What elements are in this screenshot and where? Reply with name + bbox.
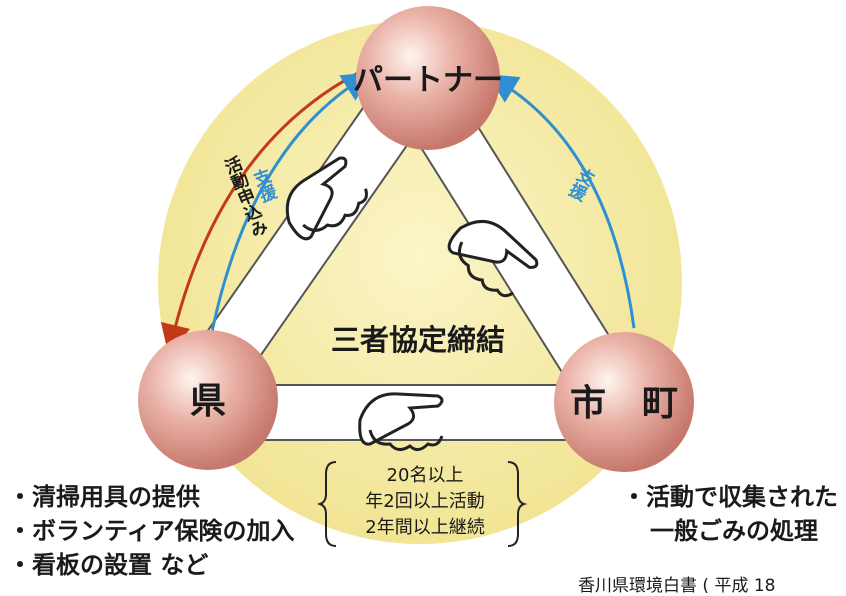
- prefecture-label: 県: [190, 381, 226, 422]
- right-brace: [507, 461, 528, 547]
- list-item: ・活動で収集された: [622, 483, 838, 511]
- municipality-duties-list: ・活動で収集された 一般ごみの処理: [622, 480, 838, 548]
- list-item: 年2回以上活動: [365, 491, 485, 512]
- support-left-arrow: [210, 71, 373, 333]
- agreement-conditions: 20名以上 年2回以上活動 2年間以上継続: [335, 463, 515, 541]
- partner-sphere: [356, 6, 500, 150]
- city-town-sphere: [554, 332, 694, 472]
- handshake-icon: [358, 392, 444, 451]
- prefecture-duties-list: ・清掃用具の提供 ・ボランティア保険の加入 ・看板の設置 など: [8, 480, 295, 582]
- handshake-icon: [447, 220, 539, 298]
- list-item: ・ボランティア保険の加入: [8, 517, 295, 545]
- support-right-arrow: [487, 74, 636, 329]
- list-item: 20名以上: [386, 465, 464, 486]
- city-town-label: 市 町: [570, 383, 678, 424]
- center-label: 三者協定締結: [331, 323, 505, 357]
- activity-application-arrow: [160, 66, 369, 355]
- prefecture-sphere: [138, 330, 278, 470]
- partner-label: パートナー: [353, 63, 503, 98]
- source-caption: 香川県環境白書 ( 平成 18: [578, 576, 776, 596]
- left-brace: [316, 461, 337, 547]
- list-item: 2年間以上継続: [365, 517, 485, 538]
- list-item: ・清掃用具の提供: [8, 483, 200, 511]
- handshake-icon: [285, 156, 368, 241]
- list-item: ・看板の設置 など: [8, 551, 209, 579]
- list-item: 一般ごみの処理: [650, 517, 818, 545]
